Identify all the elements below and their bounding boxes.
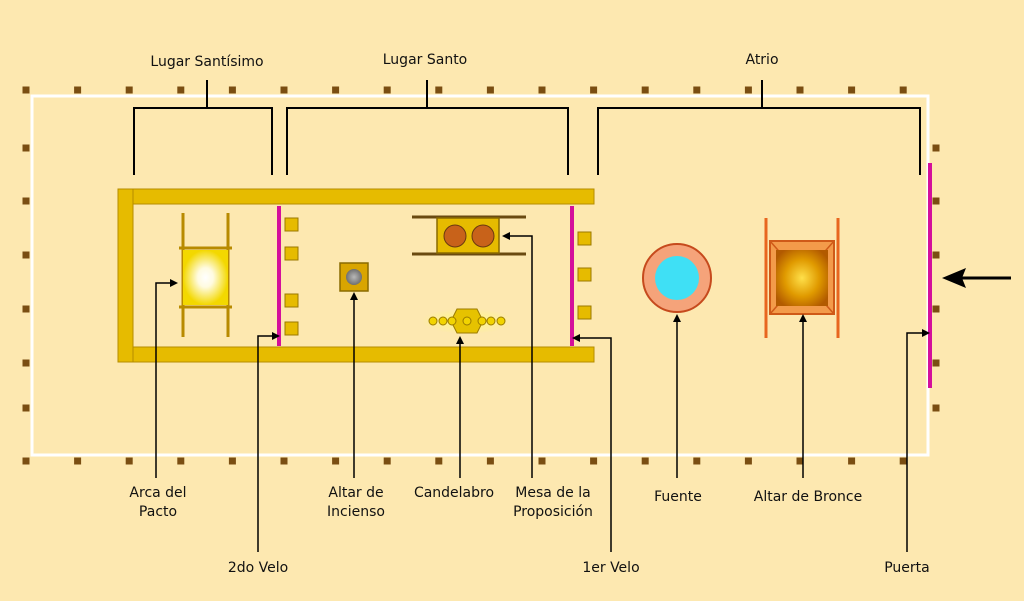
- courtyard-post: [125, 86, 133, 94]
- courtyard-post: [435, 86, 443, 94]
- courtyard-post: [435, 457, 443, 465]
- courtyard-post: [22, 404, 30, 412]
- courtyard-post: [22, 359, 30, 367]
- label-incense-altar: Altar de Incienso: [327, 485, 385, 520]
- courtyard-posts: [22, 86, 940, 465]
- section-brackets: [133, 80, 921, 175]
- bracket-court: [597, 80, 921, 175]
- courtyard-post: [693, 86, 701, 94]
- courtyard-post: [22, 197, 30, 205]
- veil-pillars-inner: [284, 217, 299, 336]
- courtyard-post: [125, 457, 133, 465]
- laver: [642, 243, 712, 313]
- courtyard-post: [848, 457, 856, 465]
- tabernacle-structure: [117, 188, 595, 363]
- bracket-holy: [286, 80, 569, 175]
- courtyard-post: [74, 86, 82, 94]
- courtyard-post: [899, 86, 907, 94]
- courtyard-post: [796, 457, 804, 465]
- veil-pillars-outer: [577, 231, 592, 320]
- entrance-arrow-icon: [942, 268, 1011, 288]
- leader-first-veil: [580, 337, 612, 552]
- courtyard-post: [228, 457, 236, 465]
- courtyard-post: [932, 197, 940, 205]
- courtyard-post: [590, 457, 598, 465]
- leader-arrowheads: [170, 232, 930, 344]
- bracket-holiest: [133, 80, 273, 175]
- courtyard-post: [538, 86, 546, 94]
- section-title-court: Atrio: [745, 52, 779, 68]
- lampstand: [421, 308, 513, 334]
- leader-gate: [906, 332, 922, 552]
- courtyard-post: [280, 457, 288, 465]
- courtyard-post: [744, 86, 752, 94]
- courtyard-post: [486, 86, 494, 94]
- courtyard-post: [332, 86, 340, 94]
- ark-of-covenant: [179, 213, 232, 337]
- courtyard-post: [538, 457, 546, 465]
- label-laver: Fuente: [654, 489, 702, 505]
- courtyard-post: [590, 86, 598, 94]
- label-lampstand: Candelabro: [413, 485, 495, 501]
- courtyard-post: [383, 86, 391, 94]
- courtyard-post: [932, 251, 940, 259]
- label-bronze-altar: Altar de Bronce: [753, 489, 863, 505]
- courtyard-post: [383, 457, 391, 465]
- courtyard-post: [22, 251, 30, 259]
- label-gate: Puerta: [884, 560, 930, 576]
- courtyard-post: [899, 457, 907, 465]
- courtyard-post: [796, 86, 804, 94]
- courtyard-post: [744, 457, 752, 465]
- courtyard-post: [932, 144, 940, 152]
- bronze-altar: [764, 218, 840, 338]
- label-ark: Arca del Pacto: [129, 485, 187, 520]
- courtyard-post: [22, 144, 30, 152]
- courtyard-post: [932, 305, 940, 313]
- leader-lines: [155, 235, 922, 552]
- leader-table: [510, 235, 533, 478]
- courtyard-post: [177, 86, 185, 94]
- courtyard-post: [332, 457, 340, 465]
- leader-ark: [155, 282, 170, 478]
- label-first-veil: 1er Velo: [582, 560, 640, 576]
- courtyard-post: [932, 404, 940, 412]
- section-title-holy: Lugar Santo: [382, 52, 468, 68]
- leader-second-veil: [257, 335, 272, 552]
- courtyard-post: [848, 86, 856, 94]
- label-showbread-table: Mesa de la Proposición: [513, 485, 593, 520]
- courtyard-post: [693, 457, 701, 465]
- courtyard-post: [228, 86, 236, 94]
- incense-altar: [339, 262, 369, 292]
- courtyard-post: [641, 457, 649, 465]
- courtyard-post: [22, 86, 30, 94]
- courtyard-post: [74, 457, 82, 465]
- courtyard-post: [280, 86, 288, 94]
- courtyard-post: [486, 457, 494, 465]
- section-title-holiest: Lugar Santísimo: [150, 54, 264, 70]
- courtyard-post: [22, 457, 30, 465]
- courtyard-post: [22, 305, 30, 313]
- courtyard-post: [177, 457, 185, 465]
- showbread-table: [412, 215, 526, 256]
- courtyard-post: [932, 359, 940, 367]
- label-second-veil: 2do Velo: [227, 560, 289, 576]
- courtyard-post: [641, 86, 649, 94]
